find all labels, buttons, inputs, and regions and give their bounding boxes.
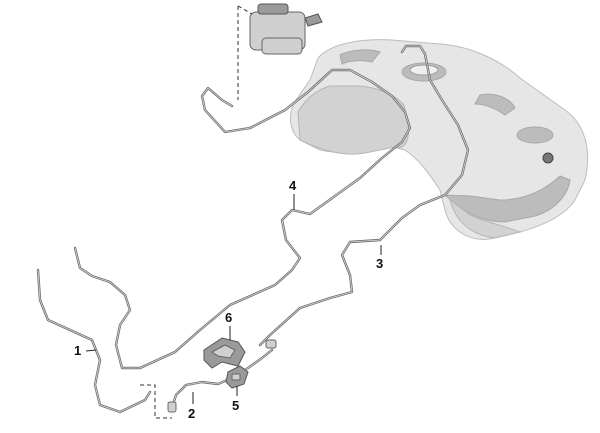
callout-label-5: 5 [232, 398, 239, 413]
fuel-line-2 [167, 339, 277, 413]
callout-label-4: 4 [289, 178, 297, 193]
callout-3: 3 [376, 245, 383, 271]
callout-label-3: 3 [376, 256, 383, 271]
canister-component [237, 3, 323, 100]
clip-part-5 [225, 365, 249, 389]
fuel-line-1 [36, 268, 172, 419]
fuel-tank [290, 39, 589, 240]
callout-2: 2 [188, 392, 195, 421]
callout-4: 4 [289, 178, 297, 210]
callout-label-6: 6 [225, 310, 232, 325]
callout-6: 6 [225, 310, 232, 340]
callout-5: 5 [232, 386, 239, 413]
fuel-line-3 [258, 44, 470, 347]
callout-label-2: 2 [188, 406, 195, 421]
callout-label-1: 1 [74, 343, 81, 358]
callout-1: 1 [74, 343, 97, 358]
bracket-part-6 [203, 337, 246, 369]
fuel-line-4 [73, 68, 412, 370]
